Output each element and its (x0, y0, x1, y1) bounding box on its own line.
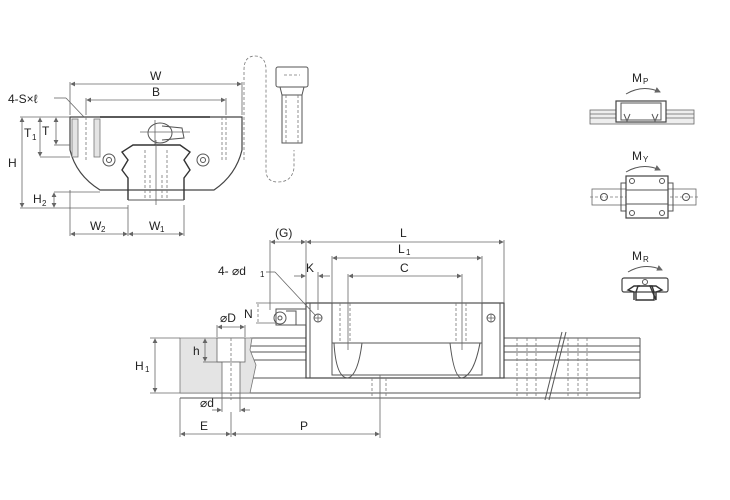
label-K: K (306, 261, 314, 275)
label-H1: H (135, 359, 144, 373)
label-N: N (244, 307, 253, 321)
svg-text:M: M (632, 149, 642, 163)
label-C: C (400, 261, 409, 275)
svg-text:R: R (643, 255, 649, 264)
label-H: H (8, 156, 17, 170)
svg-text:1: 1 (260, 270, 265, 279)
moment-view-pitch: M P (589, 71, 695, 125)
svg-text:1: 1 (32, 133, 37, 142)
moment-view-yaw: M Y (590, 149, 698, 219)
label-H2: H (33, 192, 42, 206)
svg-text:Y: Y (643, 155, 649, 164)
label-L: L (400, 226, 407, 240)
svg-text:2: 2 (101, 225, 106, 234)
label-d: ⌀d (200, 396, 214, 410)
label-h: h (193, 344, 200, 358)
label-D: ⌀D (220, 311, 236, 325)
svg-text:M: M (632, 249, 642, 263)
svg-text:1: 1 (160, 225, 165, 234)
svg-text:P: P (643, 77, 648, 86)
label-d1: 4- ⌀d (218, 264, 246, 278)
label-W: W (150, 69, 162, 83)
svg-text:2: 2 (42, 199, 47, 208)
label-L1: L (398, 242, 405, 256)
side-view: (G) L L 1 C K 4- ⌀d 1 N ⌀D (135, 226, 641, 438)
label-G: (G) (275, 226, 292, 240)
label-B: B (152, 85, 160, 99)
svg-text:1: 1 (145, 365, 150, 374)
front-view: W B 4-S×ℓ T T 1 H H 2 W 2 W 1 (8, 69, 243, 237)
moment-view-roll: M R (621, 249, 669, 301)
label-T1: T (24, 126, 32, 140)
svg-text:1: 1 (406, 248, 411, 257)
label-P: P (300, 419, 308, 433)
cap-screw-detail (243, 55, 309, 183)
label-W2: W (90, 219, 102, 233)
label-W1: W (149, 219, 161, 233)
label-E: E (200, 419, 208, 433)
svg-text:M: M (632, 71, 642, 85)
label-T: T (42, 124, 50, 138)
label-screw-spec: 4-S×ℓ (8, 92, 38, 106)
